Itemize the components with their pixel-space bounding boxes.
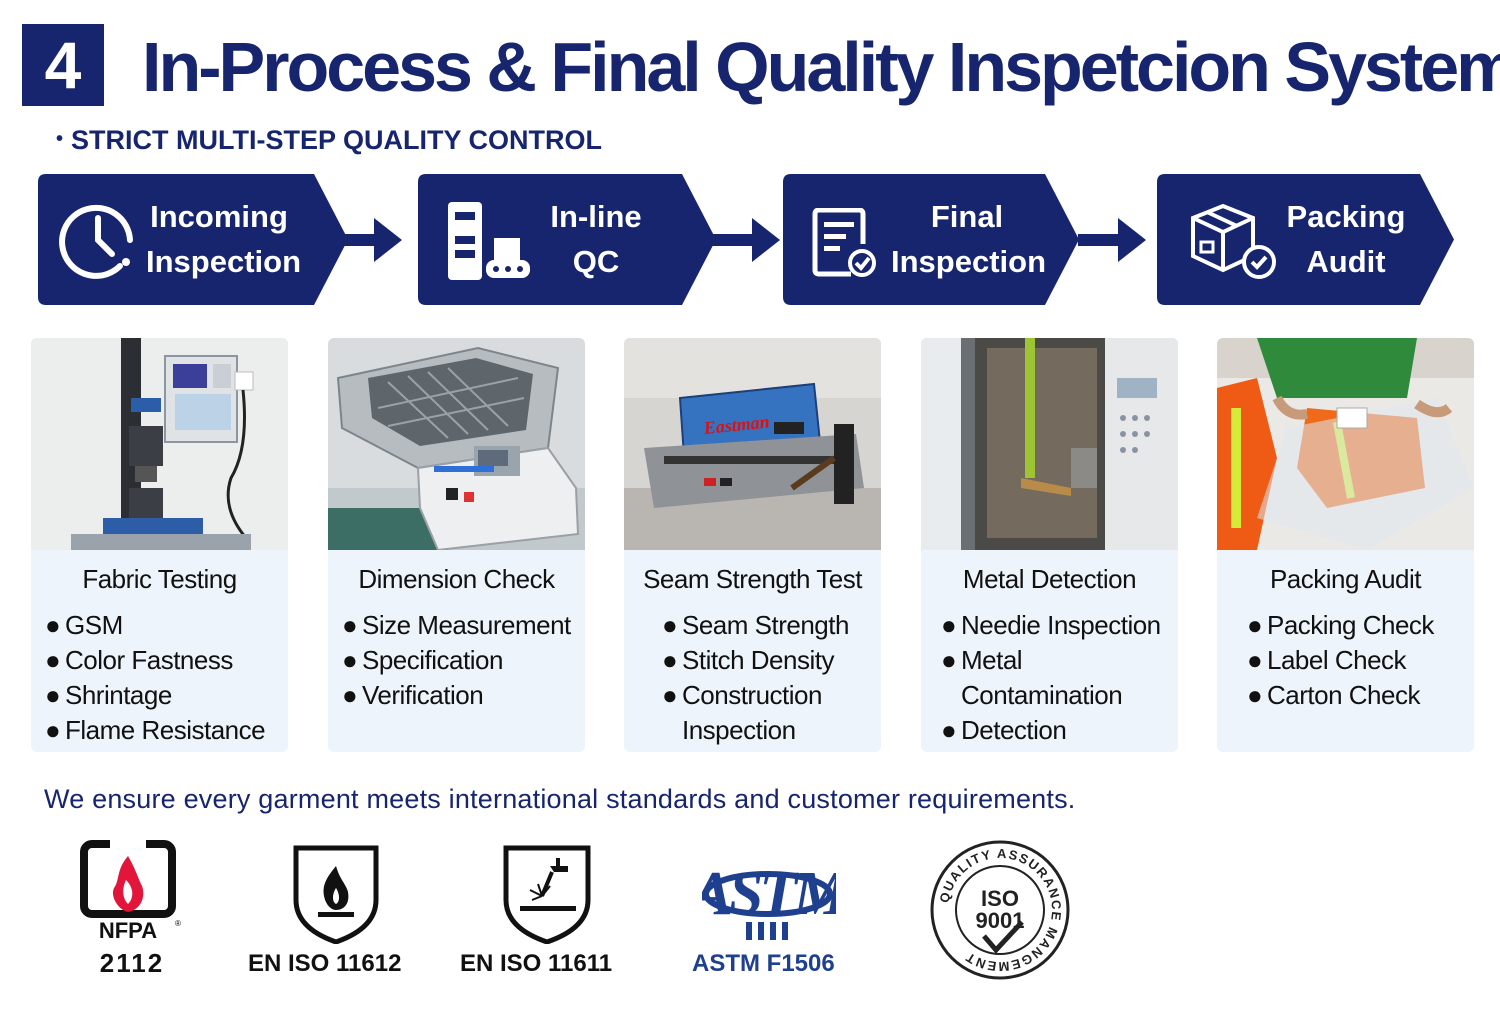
step-label-line1: Packing (1286, 199, 1406, 234)
card-title: Seam Strength Test (643, 564, 862, 594)
nfpa-logo-icon: NFPA ® (80, 840, 181, 940)
card-title: Dimension Check (358, 564, 555, 594)
list-item: ●Packing Check (1247, 610, 1434, 640)
arrow-icon (712, 218, 780, 262)
packing-photo (1217, 338, 1474, 550)
list-item: ●Color Fastness (45, 645, 233, 675)
metal-detector-photo (921, 338, 1178, 550)
svg-text:®: ® (175, 919, 181, 928)
astm-logo-icon: ASTM (702, 860, 836, 940)
step-label-line2: Inspection (146, 244, 302, 279)
card-seam-strength-test: Eastman Seam Strength Test ●Seam Strengt… (624, 338, 881, 752)
section-number: 4 (22, 24, 104, 106)
wash-tester-photo (328, 338, 585, 550)
subtitle: •STRICT MULTI-STEP QUALITY CONTROL (56, 125, 602, 155)
page-title: In-Process & Final Quality Inspetcion Sy… (142, 28, 1500, 106)
list-item: ●GSM (45, 610, 123, 640)
clock-icon (58, 196, 138, 285)
list-item: ●Construction (662, 680, 822, 710)
svg-text:NFPA: NFPA (99, 918, 157, 940)
list-item: ●Metal (941, 645, 1023, 675)
seam-tester-photo: Eastman (624, 338, 881, 550)
list-item: ●Specification (342, 645, 503, 675)
card-packing-audit: Packing Audit ●Packing Check ●Label Chec… (1217, 338, 1474, 752)
box-check-icon (1187, 200, 1281, 285)
step-label-line2: Inspection (891, 244, 1047, 279)
step-label-line1: In-line (550, 199, 642, 234)
welding-shield-icon (503, 845, 591, 944)
list-item: ●Seam Strength (662, 610, 849, 640)
list-item: ●Detection (941, 715, 1067, 745)
step-label-line2: QC (572, 244, 620, 279)
card-title: Packing Audit (1269, 564, 1422, 594)
list-item: ●Stitch Density (662, 645, 834, 675)
quality-statement: We ensure every garment meets internatio… (44, 784, 1076, 814)
en-iso-11611-label: EN ISO 11611 (460, 950, 613, 977)
step-label-line1: Incoming (150, 199, 288, 234)
astm-label: ASTM F1506 (692, 950, 835, 977)
arrow-icon (334, 218, 402, 262)
list-item: ●Flame Resistance (45, 715, 266, 745)
card-list: ●Packing Check ●Label Check ●Carton Chec… (1247, 608, 1434, 713)
list-item: ●Label Check (1247, 645, 1407, 675)
card-list: ●Size Measurement ●Specification ●Verifi… (342, 608, 571, 713)
list-item: Contamination (961, 680, 1123, 710)
list-item: ●Shrintage (45, 680, 172, 710)
card-title: Metal Detection (962, 564, 1137, 594)
card-title: Fabric Testing (82, 564, 237, 594)
document-check-icon (811, 207, 881, 285)
list-item: ●Verification (342, 680, 484, 710)
nfpa-label: 2112 (99, 948, 165, 978)
card-list: ●Seam Strength ●Stitch Density ●Construc… (662, 608, 849, 748)
svg-text:ASTM: ASTM (702, 860, 836, 928)
card-fabric-testing: Fabric Testing ●GSM ●Color Fastness ●Shr… (31, 338, 288, 752)
tensile-tester-photo (31, 338, 288, 550)
list-item: ●Carton Check (1247, 680, 1420, 710)
en-iso-11612-label: EN ISO 11612 (248, 950, 402, 977)
flame-shield-icon (293, 845, 379, 944)
machine-conveyor-icon (444, 198, 534, 287)
card-list: ●GSM ●Color Fastness ●Shrintage ●Flame R… (45, 608, 266, 748)
list-item: ●Size Measurement (342, 610, 571, 640)
card-dimension-check: Dimension Check ●Size Measurement ●Speci… (328, 338, 585, 752)
step-label-line1: Final (930, 199, 1004, 234)
step-label-line2: Audit (1306, 244, 1386, 279)
arrow-icon (1078, 218, 1146, 262)
list-item: Inspection (682, 715, 796, 745)
card-metal-detection: Metal Detection ●Needie Inspection ●Meta… (921, 338, 1178, 752)
list-item: ●Needie Inspection (941, 610, 1161, 640)
card-list: ●Needie Inspection ●Metal Contamination … (941, 608, 1161, 748)
